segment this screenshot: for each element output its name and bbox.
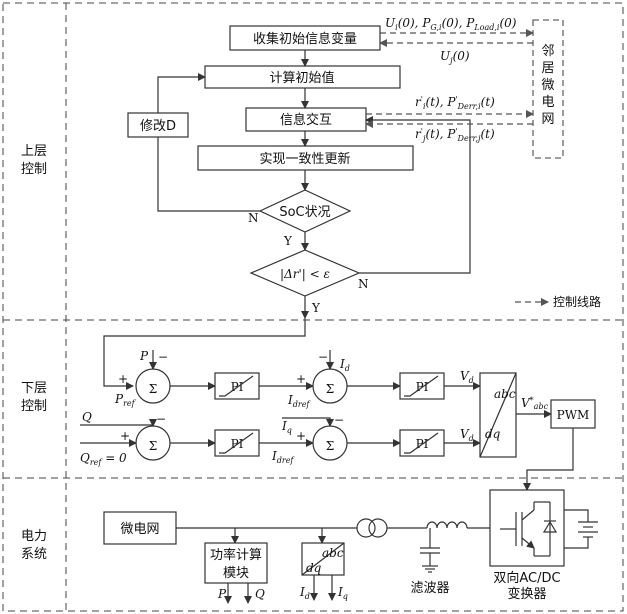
qref-label: Qref = 0 (80, 451, 127, 467)
modify-label: 修改D (140, 119, 176, 134)
pref-label: Pref (114, 392, 137, 408)
svg-text:Σ: Σ (149, 382, 157, 396)
pi-3 (214, 429, 260, 457)
sig-top-left: Uj(0) (440, 49, 470, 65)
exchange-label: 信息交互 (280, 112, 332, 128)
svg-text:+: + (118, 372, 128, 386)
svg-text:+: + (120, 429, 130, 443)
vabc-label: V*abc (521, 396, 549, 411)
lower-control: Σ P − + Pref PI + Idref Σ − Id PI Vd Σ Q… (80, 318, 596, 491)
consensus-label: 实现一致性更新 (259, 151, 350, 167)
section-lower-label: 下层控制 (21, 381, 47, 414)
svg-text:Σ: Σ (326, 439, 334, 453)
delta-n-label: N (358, 277, 369, 291)
idref-label: Idref (287, 393, 311, 409)
svg-text:Σ: Σ (326, 382, 334, 396)
svg-text:双向AC/DC: 双向AC/DC (493, 570, 560, 586)
soc-y-label: Y (283, 234, 293, 248)
pwm-block (550, 399, 596, 429)
compute-label: 计算初始值 (269, 70, 334, 86)
q-input-label: Q (82, 410, 92, 424)
block-abc-label: abc (494, 387, 516, 401)
svg-text:−: − (156, 412, 166, 426)
svg-text:+: + (296, 429, 306, 443)
neighbor-label: 邻居微电网 (541, 44, 554, 127)
upper-flowchart: 收集初始信息变量 计算初始值 信息交互 实现一致性更新 修改D SoC状况 |Δ… (127, 16, 601, 319)
power-calc-box (204, 542, 268, 584)
power-dq-label: dq (306, 561, 322, 575)
legend-label: 控制线路 (553, 294, 601, 309)
filter-label: 滤波器 (410, 581, 449, 596)
power-id-label: Id (299, 585, 310, 601)
power-abc-label: abc (322, 546, 344, 560)
id-label: Id (339, 357, 350, 373)
section-power-label: 电力系统 (21, 529, 47, 562)
svg-text:Σ: Σ (149, 439, 157, 453)
section-upper-label: 上层控制 (21, 144, 47, 177)
power-p-label: P (217, 587, 227, 601)
power-iq-label: Iq (337, 585, 348, 601)
vd-label: Vd (460, 369, 474, 385)
svg-text:变换器: 变换器 (507, 586, 546, 602)
soc-label: SoC状况 (279, 205, 330, 220)
iq-label: Iq (281, 419, 292, 435)
power-q-label: Q (255, 587, 265, 601)
sig-mid-left: r'j(t), P'Derr,j(t) (415, 127, 495, 143)
sig-top-right: Ui(0), PG,i(0), PLoad,i(0) (385, 16, 517, 32)
power-system: 微电网 滤波器 功率计算 模块 P Q abc dq Id (103, 489, 598, 604)
svg-text:功率计算: 功率计算 (210, 547, 262, 563)
soc-n-label: N (248, 211, 259, 225)
microgrid-label: 微电网 (120, 522, 159, 537)
block-dq-label: dq (485, 427, 501, 441)
svg-text:−: − (318, 350, 328, 364)
neighbor-box (532, 19, 564, 159)
svg-text:+: + (296, 372, 306, 386)
svg-text:PWM: PWM (557, 408, 590, 422)
delta-label: |Δr'| < ε (280, 267, 330, 281)
collect-box (229, 25, 381, 51)
p-input-label: P (139, 349, 149, 363)
collect-label: 收集初始信息变量 (253, 31, 357, 47)
vq-label: Vd (460, 427, 474, 443)
consensus-box (197, 145, 414, 171)
svg-text:−: − (334, 413, 344, 427)
delta-y-label: Y (311, 301, 321, 315)
svg-text:−: − (158, 350, 168, 364)
converter-box (489, 489, 565, 567)
sig-mid-right: r'i(t), P'Derr,i(t) (415, 95, 495, 111)
iqref-label: Idref (271, 449, 295, 465)
svg-text:模块: 模块 (223, 566, 249, 581)
